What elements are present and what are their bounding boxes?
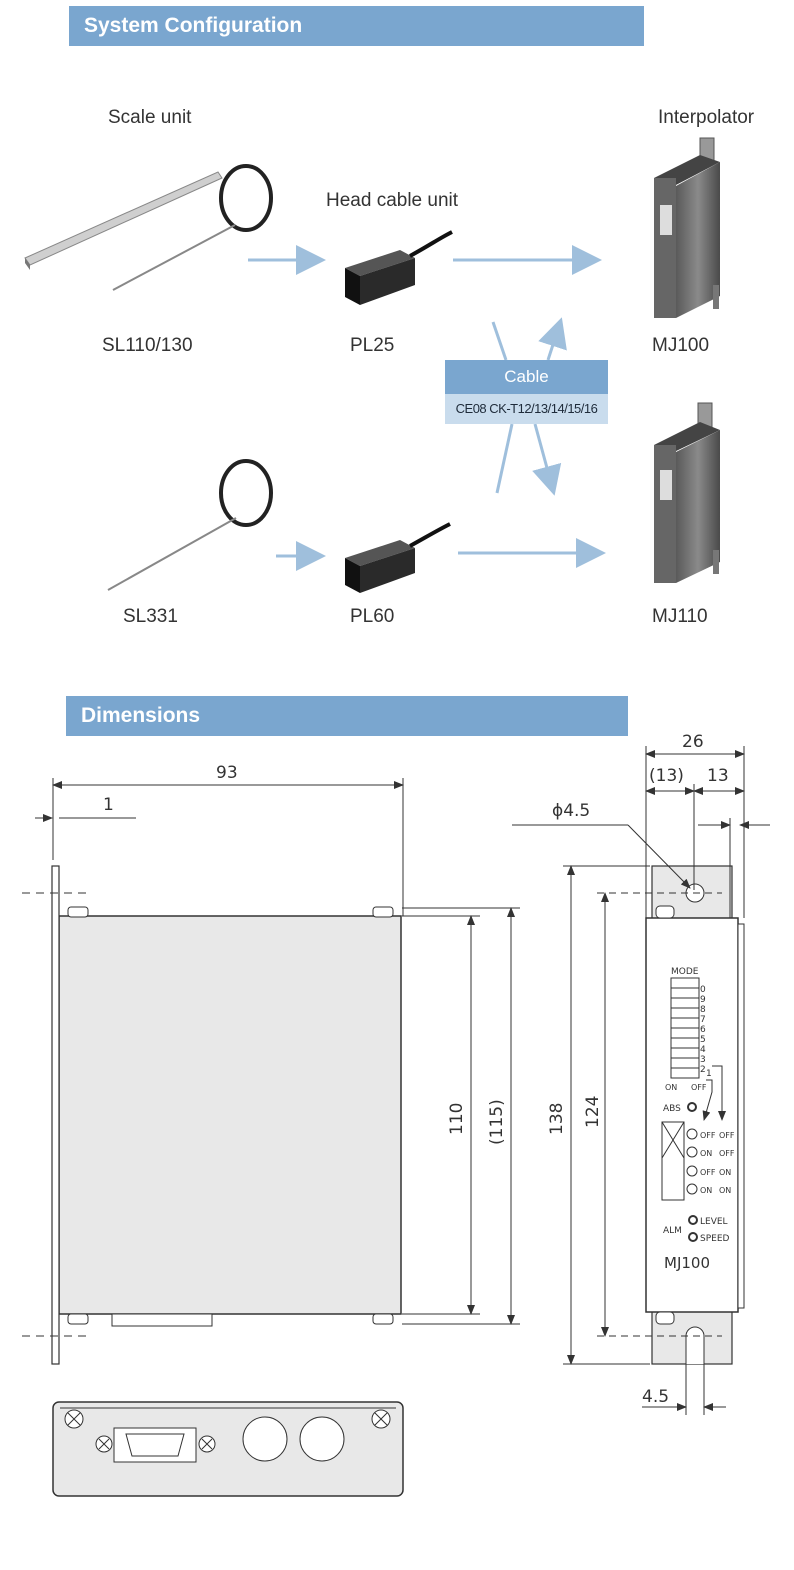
bottom-view [52,1401,404,1497]
label-head-cable-unit: Head cable unit [326,190,459,211]
front-view [645,865,745,1365]
flow-arrows [248,245,606,571]
dim-110: 110 [447,1103,467,1135]
dip-number-8: 8 [700,1005,706,1015]
dim-phi-4-5: ϕ4.5 [552,801,590,821]
abs-label: ABS [663,1104,681,1114]
dim-4-5-slot: 4.5 [642,1387,669,1407]
label-scale-unit: Scale unit [108,107,192,128]
dim-93: 93 [216,763,238,783]
dim-1: 1 [103,795,114,815]
dip-number-6: 6 [700,1025,706,1035]
scale-unit-sl110-image [24,164,273,291]
level-label: LEVEL [700,1217,728,1227]
head-pl60-image [345,522,451,593]
dip-off-label: OFF [691,1083,707,1092]
cable-callout: Cable CE08 CK-T12/13/14/15/16 [445,360,608,424]
dim-124: 124 [583,1096,603,1128]
dip-number-5: 5 [700,1035,706,1045]
interpolator-mj110-image [654,402,720,583]
side-view [22,865,402,1365]
dim-26: 26 [682,732,704,752]
dip-number-1: 1 [706,1069,712,1079]
row4-col2: ON [719,1186,731,1195]
row2-col1: ON [700,1149,712,1158]
panel-model-label: MJ100 [664,1254,710,1272]
label-interpolator: Interpolator [658,107,755,128]
row3-col1: OFF [700,1168,716,1177]
panel-mode-label: MODE [671,967,699,977]
dip-number-4: 4 [700,1045,706,1055]
row3-col2: ON [719,1168,731,1177]
label-pl60: PL60 [350,606,395,627]
dim-13: 13 [707,766,729,786]
label-sl110-130: SL110/130 [102,335,193,356]
dim-115: (115) [487,1099,507,1145]
speed-label: SPEED [700,1234,730,1244]
section-title-dimensions: Dimensions [66,696,628,736]
row1-col1: OFF [700,1131,716,1140]
head-pl25-image [345,230,453,305]
row4-col1: ON [700,1186,712,1195]
interpolator-mj100-image [654,137,720,318]
dip-number-0: 0 [700,985,706,995]
dip-number-9: 9 [700,995,706,1005]
cable-models: CE08 CK-T12/13/14/15/16 [445,394,608,424]
alm-label: ALM [663,1226,682,1236]
cable-title: Cable [445,360,608,394]
dip-number-3: 3 [700,1055,706,1065]
label-pl25: PL25 [350,335,395,356]
scale-unit-sl331-image [107,459,273,591]
dim-13-paren: (13) [649,766,684,786]
row2-col2: OFF [719,1149,735,1158]
section-title-system-configuration: System Configuration [69,6,644,46]
label-mj110: MJ110 [652,606,708,627]
dim-138: 138 [547,1103,567,1135]
row1-col2: OFF [719,1131,735,1140]
dip-on-label: ON [665,1083,677,1092]
system-configuration-diagram [24,137,720,593]
label-sl331: SL331 [123,606,178,627]
label-mj100: MJ100 [652,335,710,356]
dip-number-7: 7 [700,1015,706,1025]
dip-number-2: 2 [700,1065,706,1075]
